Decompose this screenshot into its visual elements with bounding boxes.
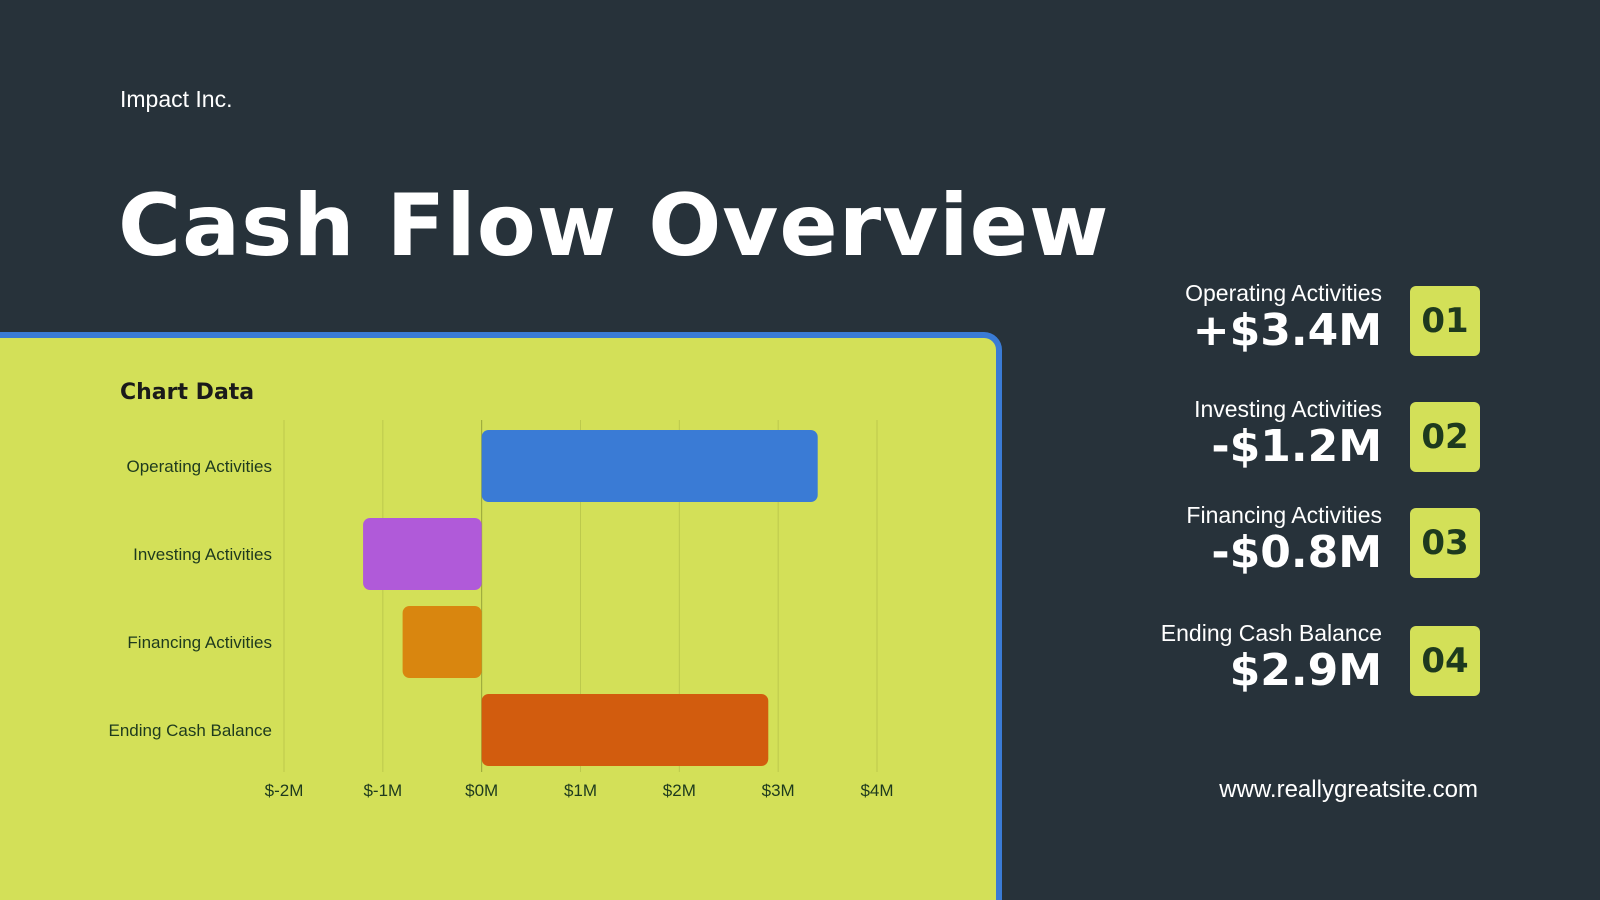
tick-label: $3M <box>762 781 795 800</box>
stat-value: -$1.2M <box>1211 421 1382 472</box>
stat-operating: Operating Activities +$3.4M 01 <box>1100 280 1480 356</box>
stat-label: Financing Activities <box>1186 502 1382 528</box>
category-label: Operating Activities <box>126 457 272 476</box>
stat-label: Ending Cash Balance <box>1160 620 1382 646</box>
category-label: Ending Cash Balance <box>108 721 272 740</box>
website-link[interactable]: www.reallygreatsite.com <box>1219 776 1478 803</box>
company-name: Impact Inc. <box>120 86 233 112</box>
tick-label: $0M <box>465 781 498 800</box>
chart-panel <box>0 332 1002 900</box>
page-title: Cash Flow Overview <box>118 176 1110 276</box>
stat-value: +$3.4M <box>1192 305 1382 356</box>
stat-financing: Financing Activities -$0.8M 03 <box>1100 502 1480 578</box>
tick-label: $1M <box>564 781 597 800</box>
stat-badge: 03 <box>1410 508 1480 578</box>
stat-badge: 01 <box>1410 286 1480 356</box>
category-label: Financing Activities <box>127 633 272 652</box>
tick-label: $2M <box>663 781 696 800</box>
stat-value: -$0.8M <box>1211 527 1382 578</box>
stat-investing: Investing Activities -$1.2M 02 <box>1100 396 1480 472</box>
tick-label: $4M <box>860 781 893 800</box>
category-label: Investing Activities <box>133 545 272 564</box>
stats-list: Operating Activities +$3.4M 01 Investing… <box>1100 280 1480 740</box>
stat-badge: 04 <box>1410 626 1480 696</box>
stat-ending-balance: Ending Cash Balance $2.9M 04 <box>1100 620 1480 696</box>
chart-heading: Chart Data <box>120 380 255 405</box>
bar <box>481 694 769 766</box>
stat-label: Operating Activities <box>1185 280 1382 306</box>
stat-label: Investing Activities <box>1194 396 1382 422</box>
bar <box>402 606 482 678</box>
bar <box>481 430 818 502</box>
tick-label: $-1M <box>363 781 402 800</box>
stat-value: $2.9M <box>1229 645 1382 696</box>
stat-badge: 02 <box>1410 402 1480 472</box>
tick-label: $-2M <box>265 781 304 800</box>
bar <box>363 518 482 590</box>
